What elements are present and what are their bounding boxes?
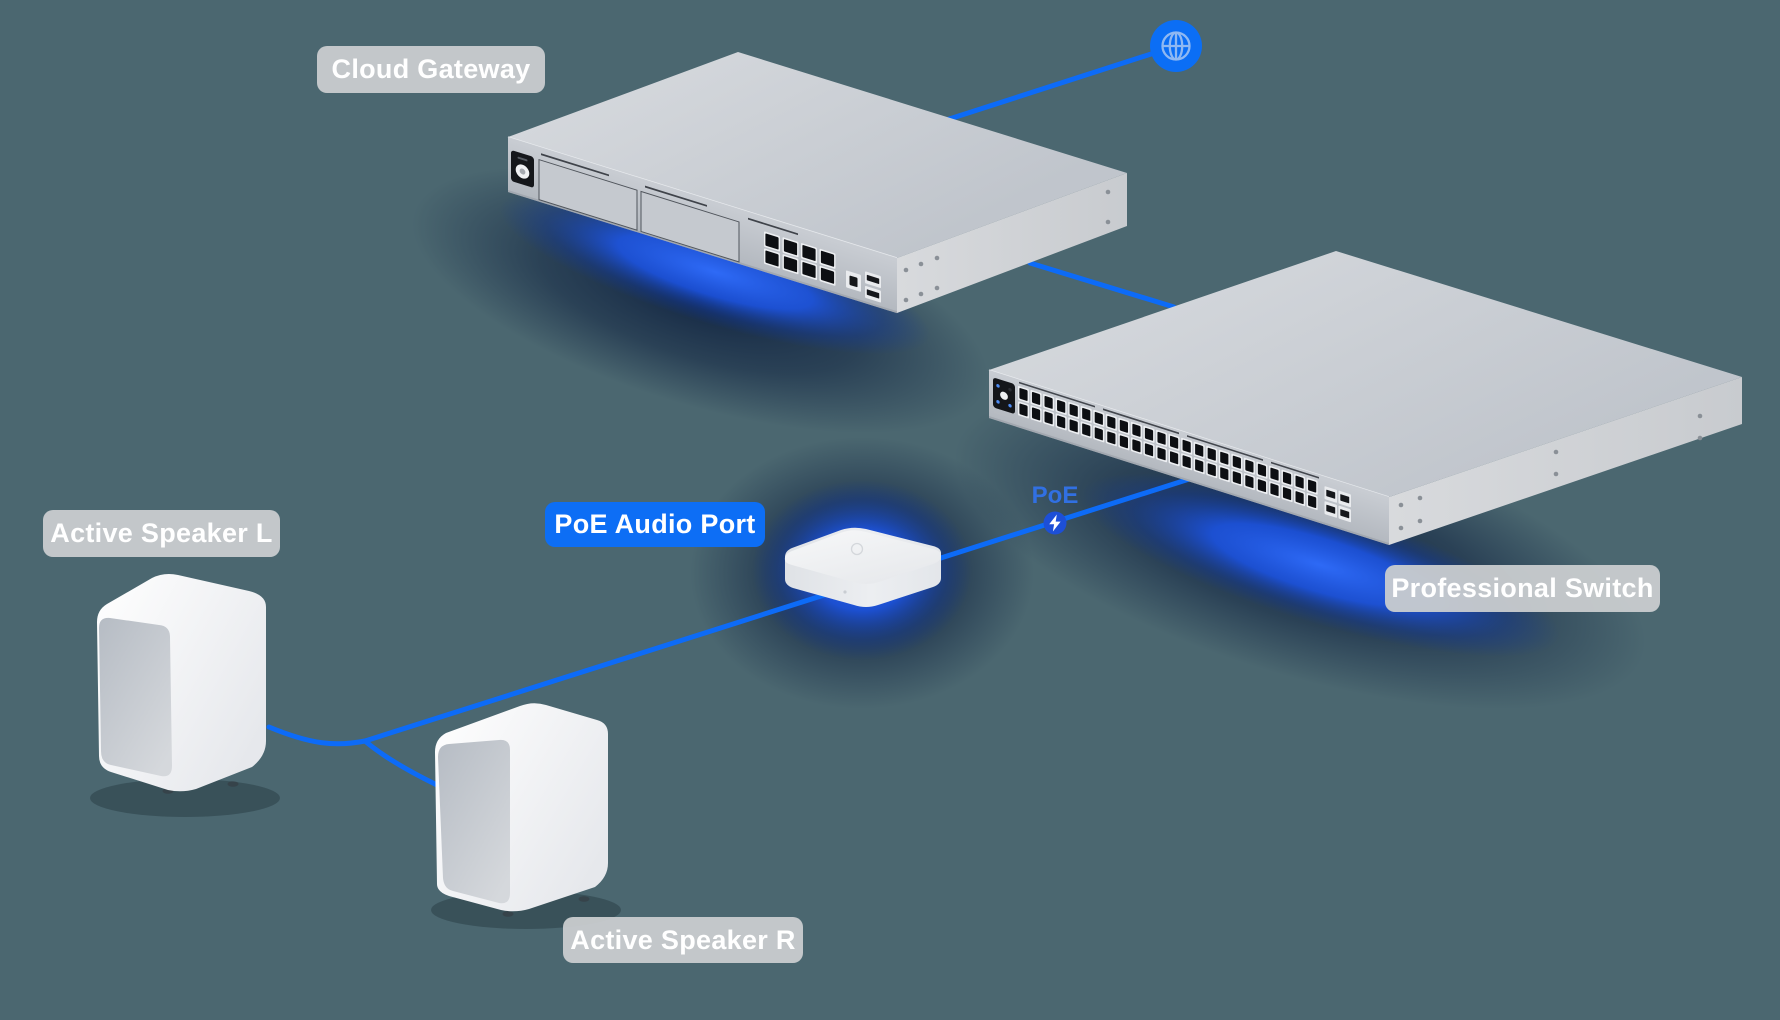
poe-lightning-icon — [1043, 511, 1067, 535]
switch-vent-slot — [1019, 381, 1095, 408]
speaker-foot — [578, 896, 590, 902]
switch-vent-slot — [1271, 461, 1319, 479]
speaker-r-branch-line — [362, 738, 440, 788]
switch-end-face — [1389, 377, 1742, 545]
professional-switch-label: Professional Switch — [1385, 565, 1660, 612]
gateway-display — [511, 150, 534, 188]
gateway-top-face — [508, 52, 1127, 258]
speaker-foot — [227, 781, 239, 787]
gateway-rj45-ports — [764, 231, 836, 286]
gateway-vent-slot — [748, 217, 798, 236]
gateway-end-face — [897, 173, 1127, 313]
internet-line — [937, 43, 1179, 125]
gateway-sfp-ports — [865, 271, 881, 303]
poe-audio-port-label: PoE Audio Port — [545, 502, 765, 547]
switch-front-face — [989, 370, 1389, 545]
cloud-gateway-device — [507, 52, 1127, 314]
switch-vent-slot — [1187, 435, 1263, 461]
poe-device-led — [843, 590, 847, 594]
gateway-uplink-port — [846, 270, 861, 292]
speaker-l-device — [97, 574, 266, 794]
switch-top-face — [989, 251, 1742, 497]
active-speaker-r-label: Active Speaker R — [563, 917, 803, 963]
switch-sfp-ports — [1324, 486, 1351, 523]
poe-device-top-face — [784, 530, 941, 584]
globe-icon — [1150, 20, 1202, 72]
poe-port-label: PoE — [1031, 482, 1079, 509]
gateway-front-ridge — [507, 136, 898, 259]
switch-vent-slot — [1103, 408, 1179, 435]
switch-rj45-ports — [1018, 385, 1318, 511]
switch-screws — [1398, 413, 1703, 531]
gateway-front-face — [508, 137, 897, 314]
professional-switch-device — [988, 251, 1742, 545]
speaker-r-device — [435, 703, 608, 917]
active-speaker-l-label: Active Speaker L — [43, 510, 280, 557]
glow-under-cloud-gateway — [411, 166, 989, 434]
gateway-drive-bay — [538, 159, 638, 231]
poe-audio-port-device — [784, 527, 941, 607]
gateway-screws — [903, 189, 1111, 303]
gateway-vent-slot — [645, 185, 707, 207]
speaker-foot — [502, 911, 514, 917]
speaker-l-grille — [99, 617, 172, 777]
speaker-l-shadow — [90, 779, 280, 817]
gateway-to-switch-line — [1027, 260, 1177, 310]
switch-display — [993, 378, 1015, 418]
speaker-r-grille — [438, 739, 510, 904]
speaker-l-branch-line — [266, 724, 368, 747]
poe-device-logo — [850, 542, 864, 556]
cloud-gateway-label: Cloud Gateway — [317, 46, 545, 93]
gateway-vent-slot — [541, 153, 609, 177]
gateway-drive-bay — [640, 190, 740, 263]
